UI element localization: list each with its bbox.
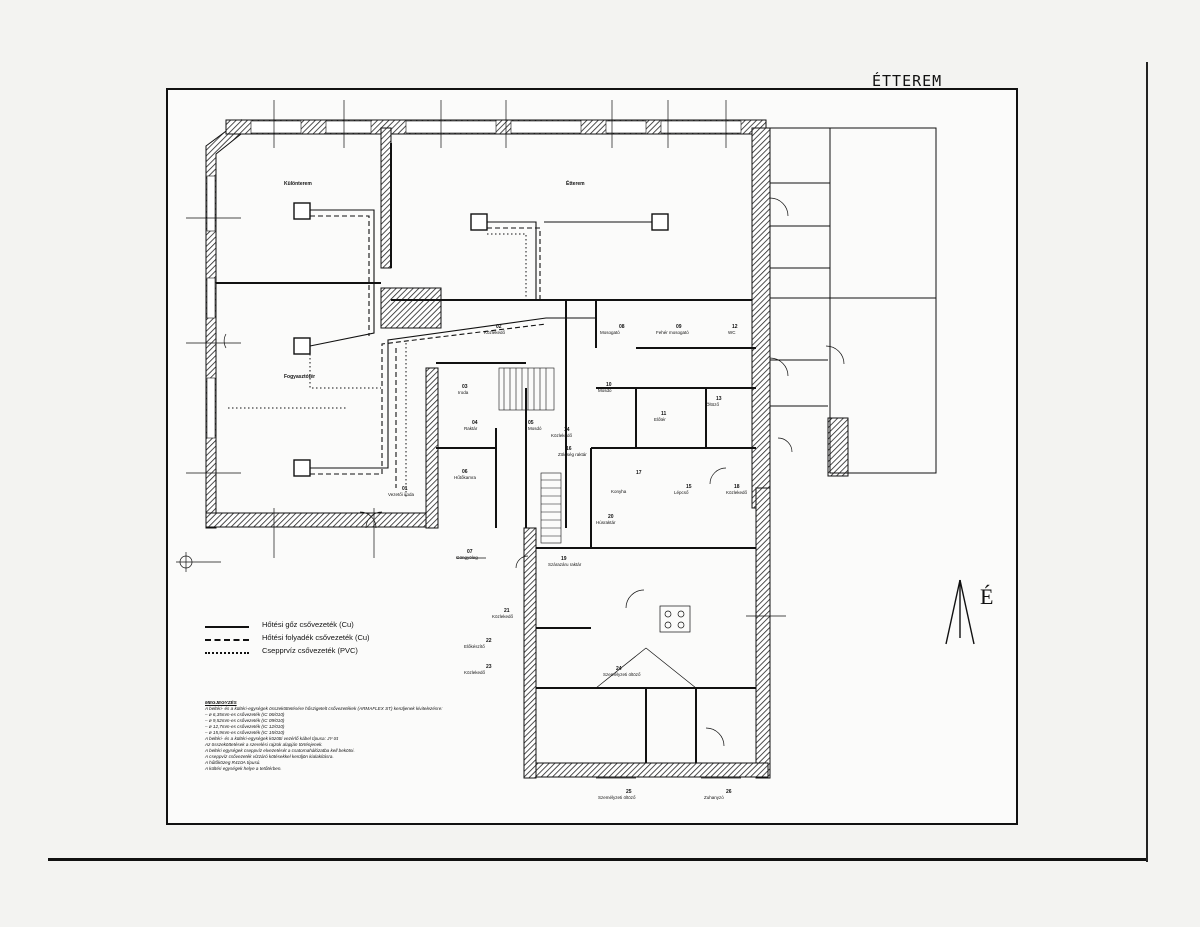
windows-left xyxy=(206,175,216,439)
note-line: A beltéri egységek cseppvíz elvezetését … xyxy=(205,748,355,753)
room-name: Konyha xyxy=(611,489,627,494)
room-name: Közlekedő xyxy=(492,614,514,619)
legend-line-condensate xyxy=(205,652,249,654)
indoor-units xyxy=(293,202,669,477)
room-name: Lépcső xyxy=(674,490,689,495)
room-name: Szárazáru raktár xyxy=(548,562,582,567)
room-name: Zöldség raktár xyxy=(558,452,587,457)
room-name: Raktár xyxy=(464,426,478,431)
room-name: Mosdó xyxy=(528,426,542,431)
room-number: 16 xyxy=(566,446,572,452)
room-name: Mosogató xyxy=(600,330,620,335)
door-swings xyxy=(223,197,845,747)
floor-plan: Különterem Étterem Fogyasztótér 01 Vezet… xyxy=(176,100,937,800)
north-arrow-icon xyxy=(945,579,975,645)
sheet-bottom-edge xyxy=(48,858,1146,861)
note-line: A cseppvíz csővezeték vízzáró kötésekkel… xyxy=(205,754,334,759)
room-name: Közlekedő xyxy=(484,330,506,335)
note-line: – ø 6,35mm-es csővezeték (IC 06/010) xyxy=(205,712,285,717)
room-number: 10 xyxy=(606,382,612,388)
staircase xyxy=(498,367,562,544)
note-line: A kültéri egységek helye a tetőtérben. xyxy=(205,766,282,771)
room-name: Közlekedő xyxy=(726,490,748,495)
room-number: 05 xyxy=(528,420,534,426)
room-number: 25 xyxy=(626,789,632,795)
pipe-liquid-dashed xyxy=(310,215,547,488)
legend-label-liquid: Hőtési folyadék csővezeték (Cu) xyxy=(262,633,370,642)
room-name: Mosdó xyxy=(598,388,612,393)
pipe-vapour-solid xyxy=(309,209,652,469)
legend-line-liquid xyxy=(205,639,249,641)
entrance-marks xyxy=(456,557,741,779)
legend-label-vapour: Hőtési gőz csővezeték (Cu) xyxy=(262,620,354,629)
room-number: 07 xyxy=(467,549,473,555)
room-labels: Különterem Étterem Fogyasztótér 01 Vezet… xyxy=(284,179,748,800)
room-number: 18 xyxy=(734,484,740,490)
room-name: Közlekedő xyxy=(551,433,573,438)
notes-heading: MEGJEGYZÉS xyxy=(205,700,237,705)
room-number: 19 xyxy=(561,556,567,562)
room-name: Személyzeti öltöző xyxy=(603,672,641,677)
axis-markers xyxy=(176,100,786,617)
room-number: 15 xyxy=(686,484,692,490)
room-label-fogyaszto: Fogyasztótér xyxy=(284,374,315,380)
room-name: Közlekedő xyxy=(464,670,486,675)
note-line: – ø 15,9mm-es csővezeték (IC 15/010) xyxy=(205,730,285,735)
note-line: – ø 9,52mm-es csővezeték (IC 09/010) xyxy=(205,718,285,723)
room-name: Előkészítő xyxy=(464,644,485,649)
room-number: 04 xyxy=(472,420,478,426)
room-number: 23 xyxy=(486,664,492,670)
note-line: – ø 12,7mm-es csővezeték (IC 12/010) xyxy=(205,724,285,729)
pipe-condensate-dotted xyxy=(228,233,527,498)
room-name: Iroda xyxy=(458,390,469,395)
room-name: WC xyxy=(728,330,736,335)
handwritten-title: ÉTTEREM xyxy=(872,72,943,90)
room-number: 20 xyxy=(608,514,614,520)
room-number: 22 xyxy=(486,638,492,644)
room-number: 17 xyxy=(636,470,642,476)
room-name: Személyzeti öltöző xyxy=(598,795,636,800)
sheet-right-edge xyxy=(1146,62,1148,862)
room-name: Zuhanyzó xyxy=(704,795,724,800)
room-number: 21 xyxy=(504,608,510,614)
room-label-etterem: Étterem xyxy=(566,179,585,187)
room-number: 13 xyxy=(716,396,722,402)
room-number: 08 xyxy=(619,324,625,330)
room-number: 12 xyxy=(732,324,738,330)
room-number: 11 xyxy=(661,411,667,417)
room-number: 03 xyxy=(462,384,468,390)
room-name: Vezetői iroda xyxy=(388,492,415,497)
north-label: É xyxy=(980,584,994,609)
kitchen-details xyxy=(595,605,697,689)
room-number: 24 xyxy=(616,666,622,672)
room-name: Előtér xyxy=(654,417,666,422)
note-line: A beltéri- és a kültéri-egységek összekö… xyxy=(205,706,443,711)
legend-line-vapour xyxy=(205,626,249,628)
room-number: 02 xyxy=(496,324,502,330)
legend-notes: MEGJEGYZÉS A beltéri- és a kültéri-egysé… xyxy=(205,700,495,772)
room-name: Göngyöleg xyxy=(456,555,478,560)
room-name: Fehér mosogató xyxy=(656,330,689,335)
interior-walls xyxy=(216,143,756,763)
room-number: 06 xyxy=(462,469,468,475)
room-number: 14 xyxy=(564,427,570,433)
note-line: A beltéri- és a kültéri-egységek közötti… xyxy=(205,736,339,741)
windows-top xyxy=(250,120,742,134)
room-name: Húsraktár xyxy=(596,520,616,525)
room-number: 09 xyxy=(676,324,682,330)
room-name: Öltöző xyxy=(706,401,720,407)
room-number: 26 xyxy=(726,789,732,795)
note-line: A hűtőközeg R410A típusú. xyxy=(205,760,261,765)
legend-label-condensate: Csepprvíz csővezeték (PVC) xyxy=(262,646,358,655)
room-label-kulonterem: Különterem xyxy=(284,181,312,187)
room-number: 01 xyxy=(402,486,408,492)
note-line: Az összeköttetések a szerelési rajzok al… xyxy=(205,742,323,747)
room-name: Hűtőkamra xyxy=(454,475,477,480)
adjacent-building xyxy=(769,127,937,474)
